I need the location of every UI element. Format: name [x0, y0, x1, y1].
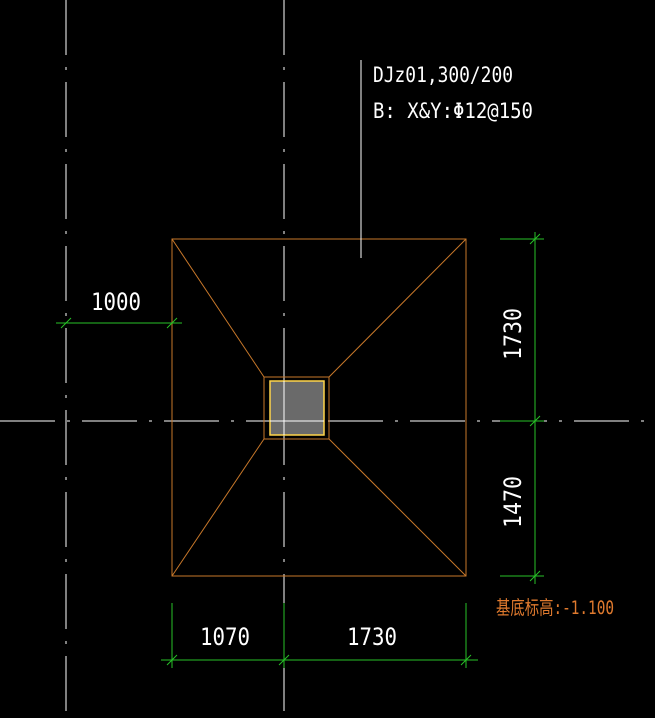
dim-bottom-right-text: 1730 — [347, 623, 397, 651]
footing-label-line2: B: X&Y:Φ12@150 — [373, 99, 533, 123]
footing-slope-tl — [171, 238, 265, 378]
dim-right-top-text: 1730 — [499, 308, 527, 360]
footing-slope-tr — [328, 238, 467, 378]
column — [269, 380, 325, 436]
footing-outline — [171, 238, 467, 577]
dim-right-tick-mid — [529, 415, 541, 427]
dimension-lines — [56, 232, 544, 668]
footing — [171, 238, 467, 577]
footing-label-line1: DJz01,300/200 — [373, 63, 513, 87]
dim-left-tick-b — [166, 317, 178, 329]
dim-bottom-tick-left — [166, 654, 178, 666]
dim-right-tick-bottom — [529, 570, 541, 582]
elevation-note: 基底标高:-1.100 — [496, 597, 614, 619]
footing-neck-outline — [263, 376, 330, 440]
dim-bottom-tick-right — [460, 654, 472, 666]
dim-left-tick-a — [60, 317, 72, 329]
dim-right-bottom-text: 1470 — [499, 476, 527, 528]
dim-bottom-left-text: 1070 — [200, 623, 250, 651]
dim-bottom-tick-mid — [278, 654, 290, 666]
footing-slope-br — [328, 438, 467, 577]
footing-slope-bl — [171, 438, 265, 577]
dim-left-text: 1000 — [91, 288, 141, 316]
dim-right-tick-top — [529, 233, 541, 245]
